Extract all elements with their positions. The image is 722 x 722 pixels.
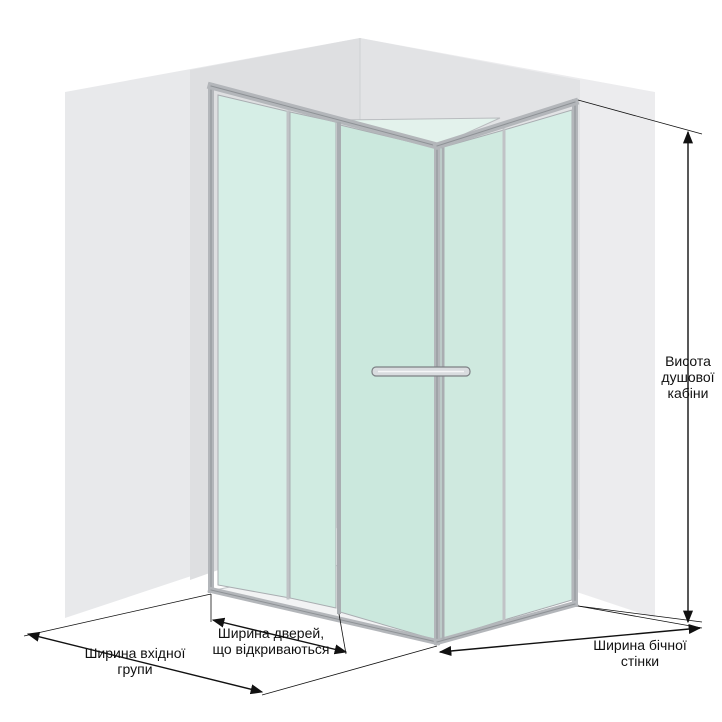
entry-width-label-line-1: Ширина вхідної	[84, 645, 186, 661]
height-label-line-2: душової	[661, 369, 715, 385]
dimension-lines	[23, 99, 703, 696]
front-fixed-glass-right	[289, 111, 337, 609]
door-width-label: Ширина дверей, що відкриваються	[196, 625, 346, 657]
side-fixed-glass	[503, 109, 573, 621]
side-width-label-line-2: стінки	[620, 653, 660, 669]
door-width-arrow	[211, 617, 348, 655]
height-label-line-3: кабіни	[667, 385, 709, 401]
front-fixed-glass	[217, 94, 291, 599]
front-panel	[217, 94, 437, 641]
height-label-line-1: Висота	[665, 353, 711, 369]
height-label: Висота душової кабіни	[652, 353, 722, 401]
door-width-label-line-1: Ширина дверей,	[217, 625, 325, 641]
side-width-label-line-1: Ширина бічної	[593, 637, 687, 653]
entry-extension-right	[261, 645, 438, 696]
entry-extension-left	[23, 593, 212, 637]
height-extension-bottom	[577, 605, 703, 623]
side-panel	[439, 109, 573, 641]
entry-width-arrow	[26, 631, 264, 695]
entry-width-label-line-2: групи	[117, 661, 153, 677]
door-handle-icon[interactable]	[371, 366, 471, 377]
side-width-arrow	[438, 624, 702, 656]
door-width-label-line-2: що відкриваються	[212, 641, 330, 657]
door-extension-right	[338, 613, 347, 655]
front-sliding-door[interactable]	[339, 124, 437, 641]
side-sliding-door[interactable]	[439, 129, 505, 641]
frame-profiles	[206, 81, 580, 646]
entry-width-label: Ширина вхідної групи	[70, 645, 200, 677]
side-width-label: Ширина бічної стінки	[585, 637, 695, 669]
height-extension-top	[577, 99, 703, 135]
